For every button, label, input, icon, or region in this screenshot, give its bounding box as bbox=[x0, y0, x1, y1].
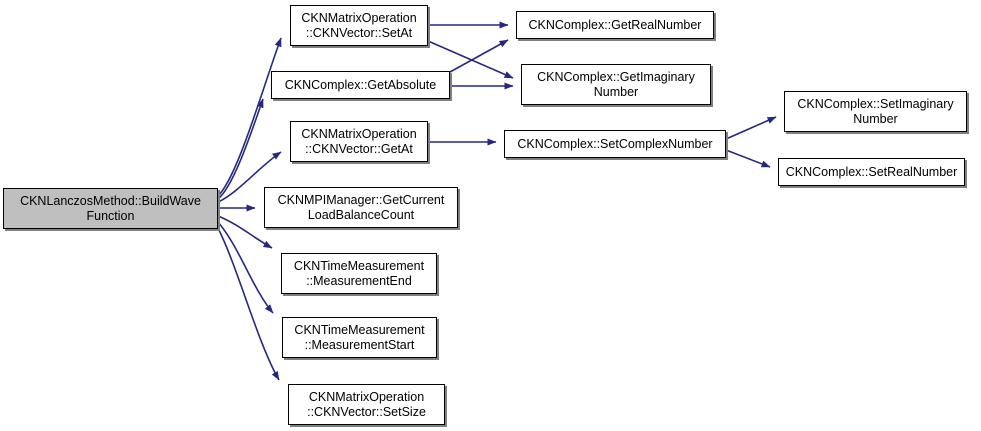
graph-node-getat[interactable]: CKNMatrixOperation ::CKNVector::GetAt bbox=[290, 121, 428, 162]
graph-node-setcomplexnumber[interactable]: CKNComplex::SetComplexNumber bbox=[504, 130, 726, 158]
graph-edge-root-to-measurementstart bbox=[217, 221, 274, 314]
graph-node-getimaginarynumber[interactable]: CKNComplex::GetImaginary Number bbox=[521, 64, 711, 105]
graph-edge-root-to-getabsolute bbox=[217, 98, 264, 200]
graph-node-label: CKNTimeMeasurement ::MeasurementEnd bbox=[293, 258, 425, 288]
graph-node-label: CKNComplex::GetAbsolute bbox=[284, 77, 437, 92]
graph-node-setat[interactable]: CKNMatrixOperation ::CKNVector::SetAt bbox=[290, 5, 428, 46]
graph-node-label: CKNMPIManager::GetCurrent LoadBalanceCou… bbox=[277, 192, 445, 222]
graph-edge-root-to-setsize bbox=[217, 227, 280, 381]
graph-node-setrealnumber[interactable]: CKNComplex::SetRealNumber bbox=[778, 158, 965, 186]
graph-node-measurementstart[interactable]: CKNTimeMeasurement ::MeasurementStart bbox=[282, 317, 437, 358]
graph-edge-getabsolute-to-getrealnumber bbox=[449, 39, 509, 73]
graph-node-label: CKNComplex::SetImaginary Number bbox=[797, 96, 954, 126]
graph-node-setsize[interactable]: CKNMatrixOperation ::CKNVector::SetSize bbox=[288, 384, 445, 425]
graph-edge-setcomplexnumber-to-setimaginarynumber bbox=[725, 116, 777, 140]
graph-node-getabsolute[interactable]: CKNComplex::GetAbsolute bbox=[271, 71, 450, 99]
graph-node-getcurrentloadbalancecount[interactable]: CKNMPIManager::GetCurrent LoadBalanceCou… bbox=[264, 187, 458, 228]
graph-node-label: CKNComplex::GetImaginary Number bbox=[537, 69, 695, 99]
graph-node-label: CKNLanczosMethod::BuildWave Function bbox=[20, 193, 201, 223]
graph-node-label: CKNComplex::SetComplexNumber bbox=[517, 136, 713, 151]
graph-edge-root-to-setat bbox=[217, 37, 282, 197]
graph-edge-setcomplexnumber-to-setrealnumber bbox=[725, 149, 771, 168]
graph-node-label: CKNTimeMeasurement ::MeasurementStart bbox=[294, 322, 425, 352]
graph-node-measurementend[interactable]: CKNTimeMeasurement ::MeasurementEnd bbox=[281, 253, 437, 294]
graph-node-label: CKNComplex::GetRealNumber bbox=[528, 17, 702, 32]
graph-node-label: CKNComplex::SetRealNumber bbox=[785, 164, 958, 179]
graph-node-setimaginarynumber[interactable]: CKNComplex::SetImaginary Number bbox=[784, 91, 967, 132]
graph-node-root[interactable]: CKNLanczosMethod::BuildWave Function bbox=[3, 188, 218, 229]
graph-node-label: CKNMatrixOperation ::CKNVector::SetAt bbox=[301, 10, 417, 40]
graph-node-label: CKNMatrixOperation ::CKNVector::SetSize bbox=[307, 389, 426, 419]
graph-node-label: CKNMatrixOperation ::CKNVector::GetAt bbox=[301, 126, 417, 156]
graph-node-getrealnumber[interactable]: CKNComplex::GetRealNumber bbox=[516, 11, 714, 39]
